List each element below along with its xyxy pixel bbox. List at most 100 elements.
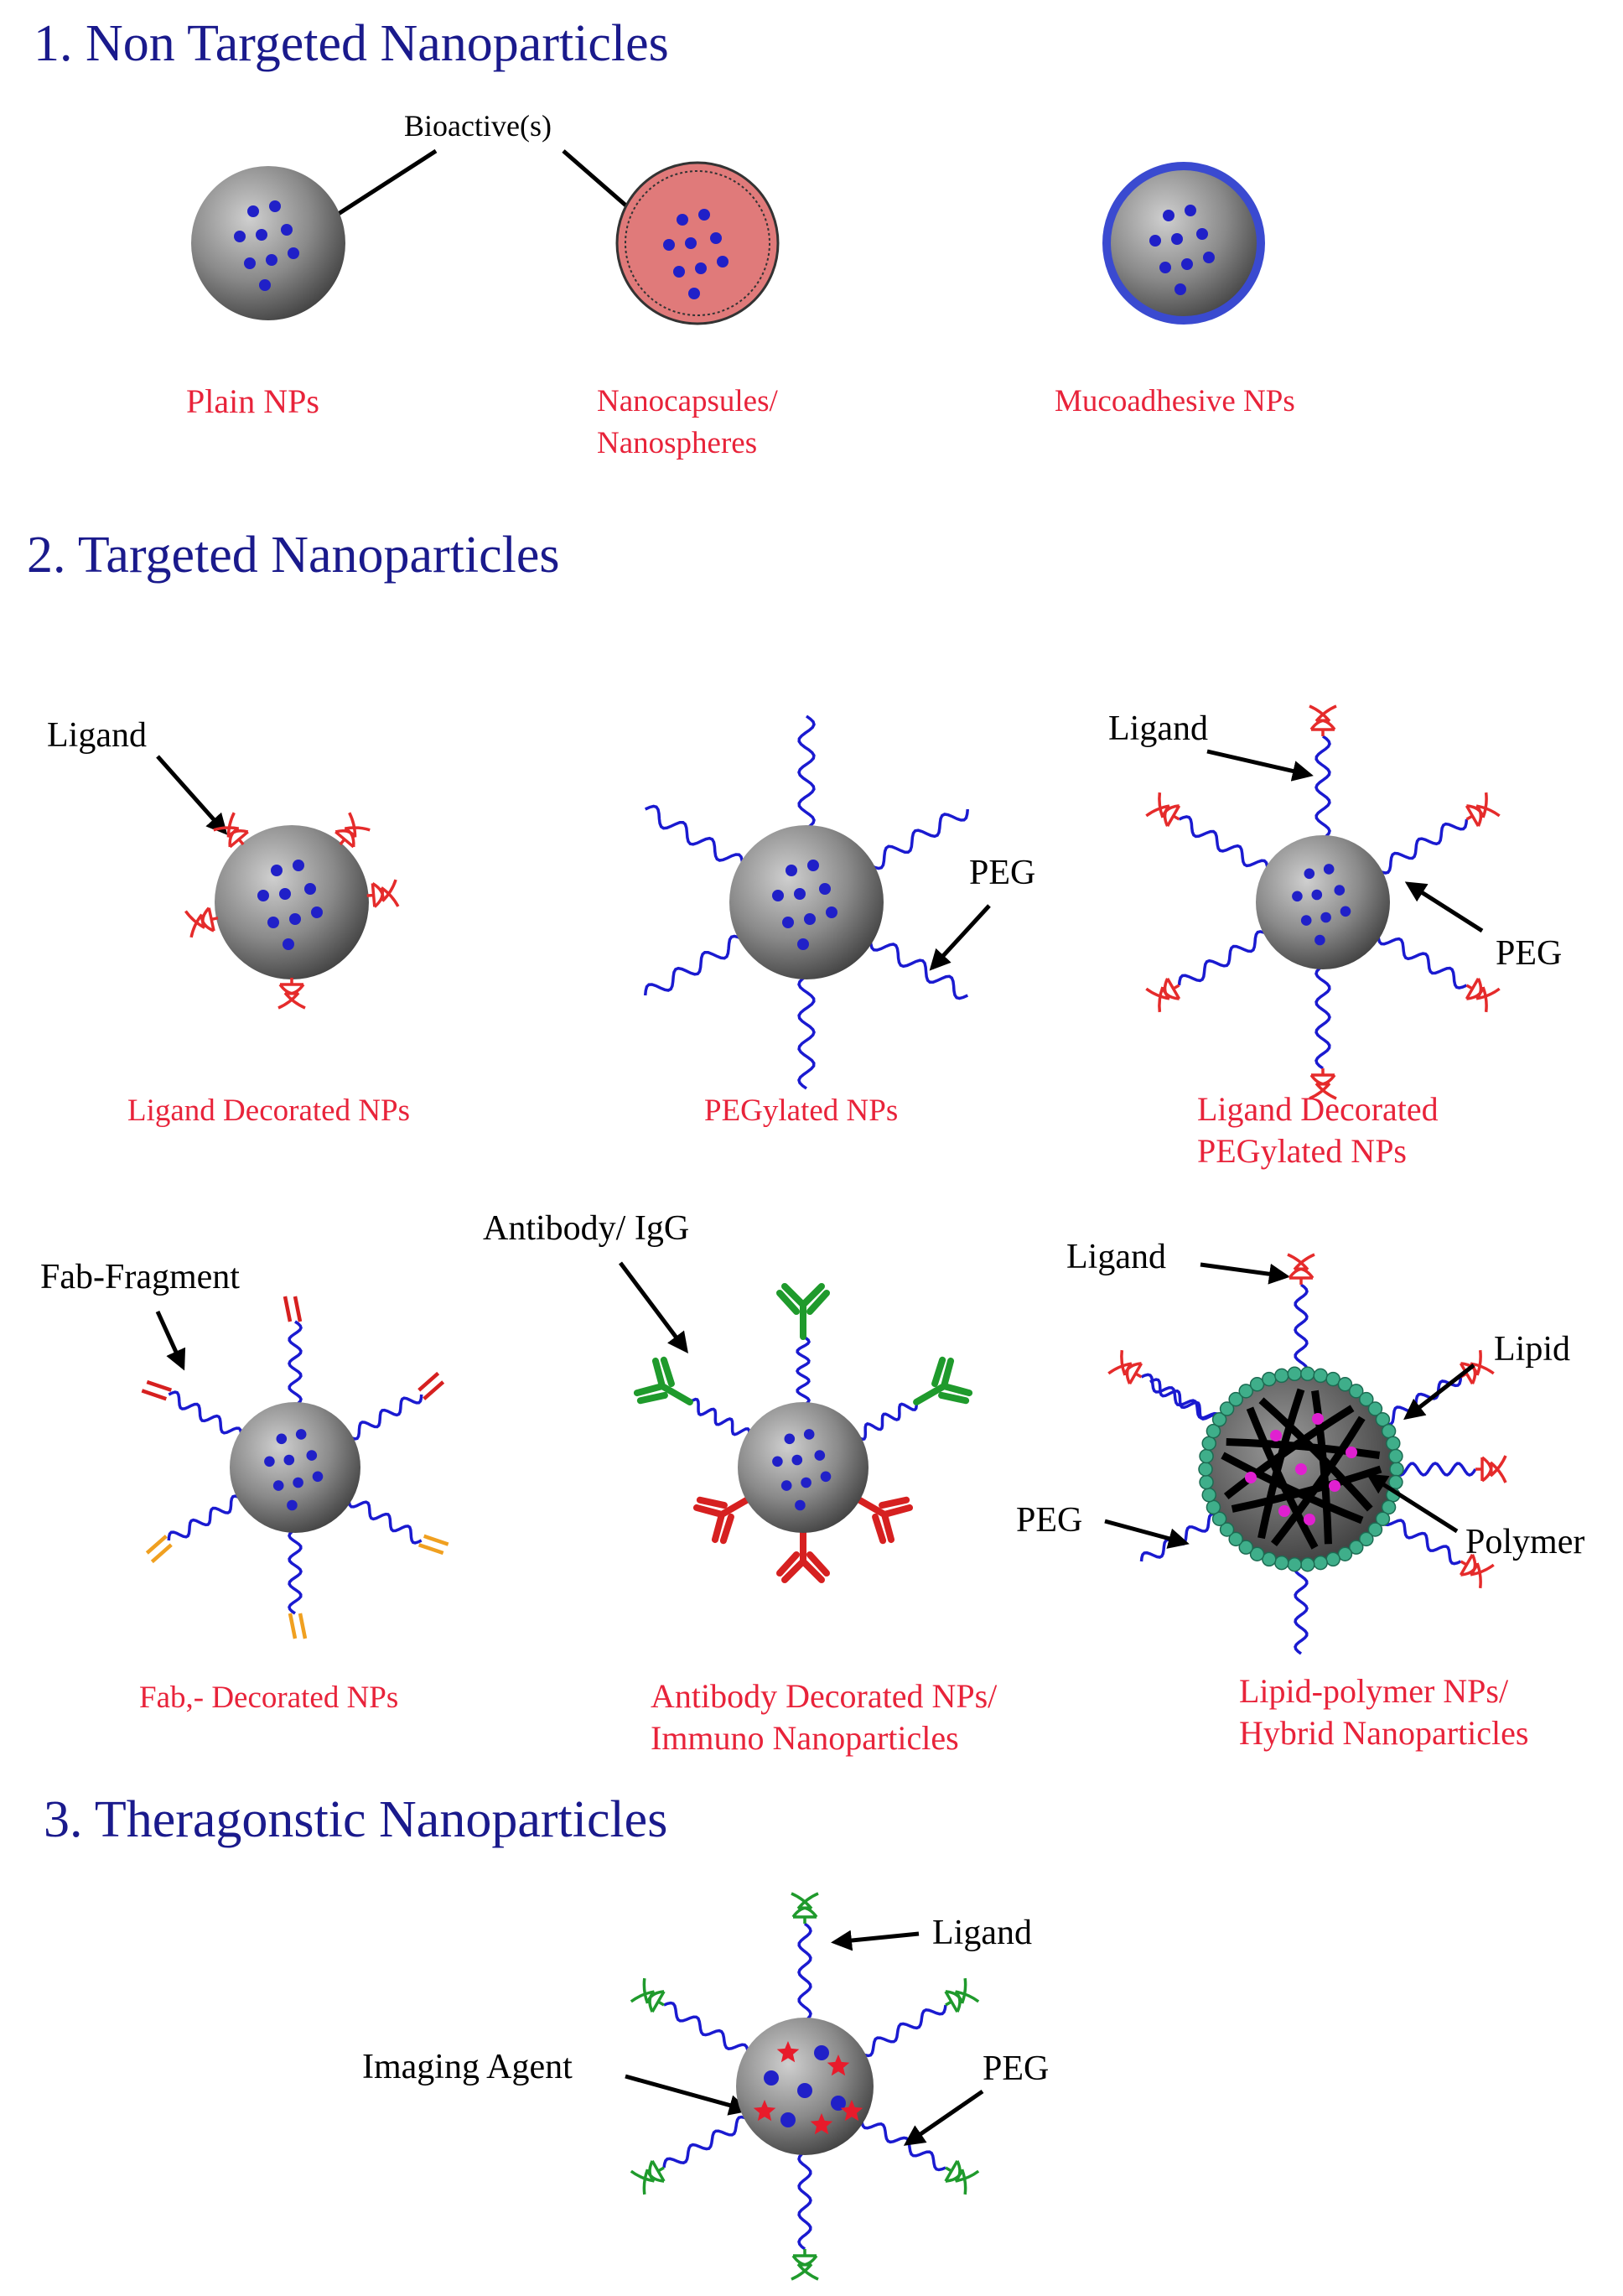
bioactive-dot [780, 1480, 792, 1491]
bioactive-dot [283, 938, 294, 950]
bioactive-dot [311, 906, 323, 918]
bioactive-dots [234, 200, 299, 291]
polymer-label: Polymer [1465, 1523, 1584, 1561]
imaging-agent-star [776, 2041, 800, 2063]
drug-dot [780, 2112, 796, 2127]
hybrid-ligand-label: Ligand [1066, 1238, 1166, 1276]
bioactive-dot [256, 229, 267, 241]
pegylated-caption: PEGylated NPs [704, 1093, 898, 1128]
peg-chain [689, 1397, 751, 1437]
lipid-bead [1228, 1391, 1243, 1407]
polymer-strand [1257, 1388, 1305, 1540]
thera-ligand-arrow [831, 1930, 920, 1951]
peg-chain [1139, 1512, 1221, 1562]
polymer-strand [1231, 1465, 1382, 1513]
lipid-bead [1262, 1371, 1277, 1387]
peg-chain [1382, 1376, 1463, 1426]
bioactive-dot [698, 209, 710, 221]
ligand-icon [1465, 978, 1501, 1013]
lipid-bead [1199, 1474, 1214, 1490]
bioactive-dot [1149, 235, 1161, 247]
bioactive-dot [312, 1471, 324, 1483]
imaging-agent-star [810, 2113, 833, 2135]
bioactive-dot [772, 890, 784, 901]
ligand-icon [1459, 1554, 1495, 1589]
lipid-bead [1211, 1412, 1227, 1427]
bioactive-dot [791, 1454, 803, 1466]
lipid-bead [1228, 1531, 1243, 1547]
lipid-bead [1274, 1555, 1289, 1571]
peg-chain [797, 1922, 812, 2023]
drug-dot [1295, 1463, 1307, 1475]
bioactive-dot [1323, 864, 1335, 875]
bioactive-dot [803, 1429, 815, 1440]
peg-arrow-2 [1404, 881, 1484, 933]
peg-chain [797, 974, 816, 1090]
polymer-strand [1226, 1438, 1381, 1459]
imaging-agent-star [827, 2054, 850, 2076]
bioactive-dot [820, 1471, 832, 1483]
bioactive-dot [1334, 885, 1346, 896]
ligand-icon [944, 1977, 980, 2013]
bioactive-dot [257, 890, 269, 901]
bioactive-dot [717, 256, 729, 268]
peg-chain [1377, 818, 1469, 875]
drug-dot [1278, 1505, 1290, 1517]
lipid-bead [1337, 1377, 1353, 1392]
lipid-bead [1325, 1551, 1340, 1567]
ligand-label-2: Ligand [1108, 709, 1208, 748]
lipid-bead [1198, 1462, 1213, 1477]
ligand-icon [1145, 978, 1181, 1013]
pegylated-np [643, 714, 970, 1090]
lipid-arrow [1403, 1364, 1475, 1421]
bioactive-dot [267, 917, 279, 928]
fab-fragment-icon [145, 1535, 173, 1564]
peg-chain [1294, 1561, 1309, 1655]
bioactive-dot [695, 262, 707, 274]
peg-chain [1294, 1283, 1309, 1377]
ligand-icon [791, 1892, 819, 1924]
polymer-strand [1221, 1452, 1364, 1525]
bioactive-dot [271, 865, 283, 876]
hybrid-caption-line1: Lipid-polymer NPs/ [1239, 1672, 1509, 1710]
bioactive-dot [1163, 210, 1174, 221]
imaging-agent-label: Imaging Agent [362, 2048, 573, 2086]
ligand-icon [630, 2160, 666, 2195]
lipid-label: Lipid [1494, 1330, 1570, 1369]
section-title-theragnostic: 3. Theragonstic Nanoparticles [44, 1791, 667, 1848]
peg-label-1: PEG [969, 854, 1035, 892]
antibody-icon [853, 1495, 914, 1545]
lipid-bead [1388, 1448, 1403, 1464]
polymer-strand [1223, 1405, 1355, 1500]
polymer-strand [1258, 1397, 1373, 1512]
ligand-icon [366, 879, 400, 908]
lipid-bead [1287, 1556, 1302, 1572]
bioactive-dot [1320, 912, 1331, 923]
bioactive-dot [784, 1433, 796, 1445]
polymer-strand [1246, 1406, 1319, 1550]
bioactive-dot [1181, 258, 1193, 270]
antibody-icon [776, 1283, 830, 1340]
peg-chain [288, 1320, 303, 1407]
lipid-bead [1249, 1377, 1265, 1392]
hybrid-np [1107, 1253, 1507, 1655]
lipid-bead [1367, 1522, 1383, 1537]
ligand-icon [630, 1977, 666, 2013]
lipid-bead [1375, 1511, 1391, 1526]
lipid-bead [1381, 1423, 1397, 1439]
lipid-bead [1375, 1412, 1391, 1427]
fab-fragment-icon [288, 1613, 308, 1639]
capsule-caption-line2: Nanospheres [597, 426, 757, 460]
peg-chain [797, 2150, 812, 2251]
bioactive-dot [234, 231, 246, 242]
lipid-bead [1262, 1551, 1277, 1567]
theragnostic-np [630, 1892, 980, 2281]
drug-dot [1270, 1430, 1282, 1441]
peg-chain [288, 1528, 303, 1615]
peg-chain [662, 2115, 749, 2169]
fab-arrow [155, 1310, 186, 1371]
fab-fragment-icon [141, 1379, 173, 1401]
ligand-icon [1475, 1455, 1507, 1483]
bioactive-dot [677, 214, 688, 226]
